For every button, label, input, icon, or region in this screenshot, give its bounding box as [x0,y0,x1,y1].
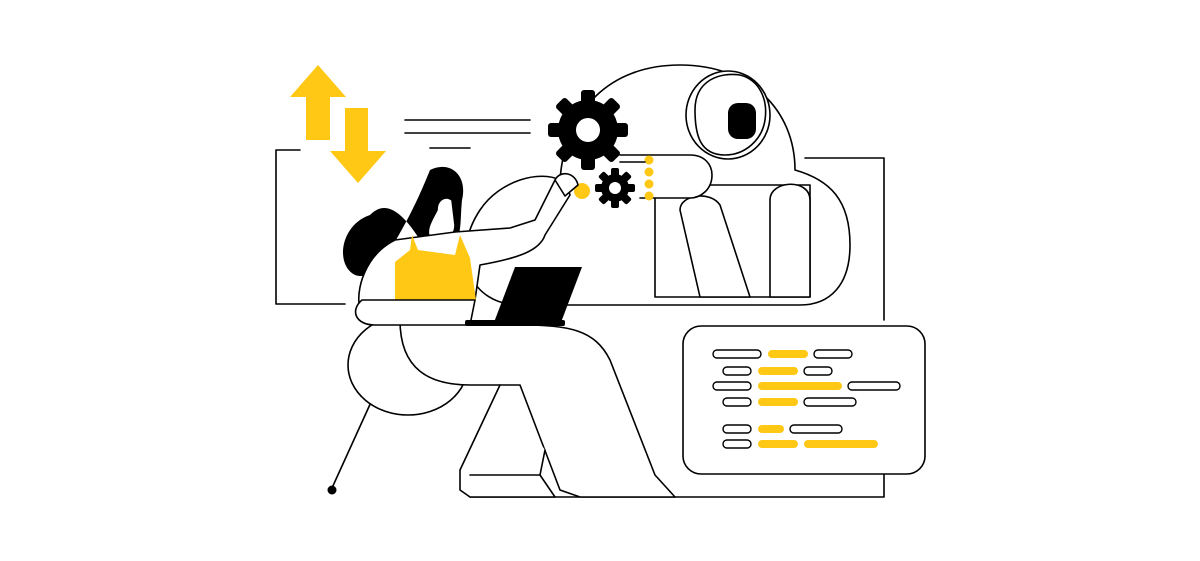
robot-visor [728,103,756,139]
text-lines-decoration [404,119,531,149]
large-gear-icon [548,90,628,170]
laptop [493,267,582,325]
small-gear-icon [595,168,635,208]
code-lines [712,349,901,449]
woman-character [327,166,676,498]
robot [619,70,811,298]
left-frame [275,149,346,305]
download-arrow-icon [330,108,386,183]
right-frame [804,157,885,321]
upload-arrow-icon [290,65,346,140]
